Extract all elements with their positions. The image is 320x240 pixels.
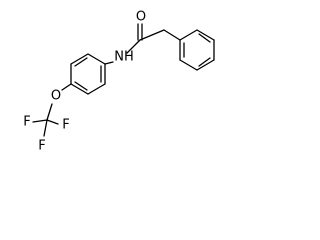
atom-fluorine-bottom: F xyxy=(38,139,45,154)
bond-cf3-f-top xyxy=(46,119,59,125)
bond-ch2-phenyl xyxy=(163,29,181,41)
structure-diagram: O NH O F F F xyxy=(23,10,215,154)
bond-phenyl-6 xyxy=(179,29,198,41)
atom-nitrogen-amide: NH xyxy=(114,50,134,65)
atom-oxygen-carbonyl: O xyxy=(136,10,146,25)
bond-carbonyl-nitrogen xyxy=(126,39,141,54)
atom-fluorine-left: F xyxy=(23,115,30,130)
bond-aryl-inner-1 xyxy=(74,57,88,67)
bond-phenyl-5 xyxy=(196,29,215,41)
atom-fluorine-top: F xyxy=(62,118,69,133)
bond-aryl-5 xyxy=(87,83,106,95)
bond-aryl-2 xyxy=(70,53,89,65)
bond-phenyl-inner-3 xyxy=(198,33,211,43)
bond-aryl-inner-2 xyxy=(74,81,88,91)
bond-phenyl-2 xyxy=(179,59,198,71)
bond-aryl-1 xyxy=(87,53,106,65)
bond-oxygen-cf3 xyxy=(46,103,53,121)
bond-cf3-f-left xyxy=(32,119,48,123)
bond-aryl-4 xyxy=(70,83,89,95)
bond-phenyl-3 xyxy=(196,59,215,71)
bond-carbonyl-ch2 xyxy=(139,29,165,41)
atom-oxygen-ether: O xyxy=(51,89,61,104)
bond-ring-oxygen xyxy=(61,83,72,91)
bond-phenyl-inner-2 xyxy=(198,57,211,67)
bond-nitrogen-ring xyxy=(104,61,114,65)
bond-cf3-f-bottom xyxy=(43,119,48,137)
